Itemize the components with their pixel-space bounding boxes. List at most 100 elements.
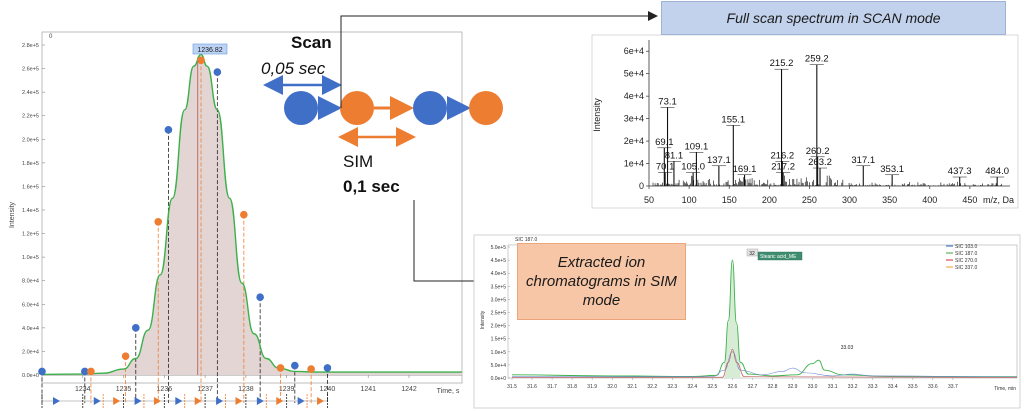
eic-peak2-label: 33.03 (841, 345, 854, 351)
peak-ytick-label: 6.0e+4 (22, 302, 39, 308)
connector-to-fullscan (340, 11, 658, 108)
eic-ytick-label: 1.0e+5 (491, 350, 507, 356)
eic-peak1-tag-box (757, 251, 803, 261)
eic-ytick-label: 4.5e+5 (491, 258, 507, 264)
timeline-scan-arrow (175, 397, 183, 405)
scan-label: Scan (291, 33, 332, 52)
timeline-sim-arrow (317, 397, 325, 405)
spectrum-peak-label: 216.2 (770, 150, 794, 161)
peak-ytick-label: 0.0e+0 (22, 373, 39, 379)
sim-point (197, 56, 205, 65)
spectrum-peak-label: 259.2 (805, 54, 829, 65)
eic-ytick-label: 4.0e+5 (491, 271, 507, 277)
peak-ytick-label: 2.0e+4 (22, 349, 39, 355)
peak-ytick-label: 1.4e+5 (22, 208, 39, 214)
eic-ytick-label: 1.5e+5 (491, 337, 507, 343)
scan-point (131, 324, 140, 332)
eic-xtick-label: 31.8 (567, 384, 577, 390)
scan-point (291, 361, 299, 370)
scan-point (164, 126, 173, 134)
scan-point (213, 68, 222, 76)
peak-ytick-label: 2.8e+5 (22, 43, 39, 49)
spectrum-chart: Intensity m/z, Da 01e+42e+43e+44e+45e+46… (591, 34, 1019, 209)
spectrum-chart-frame (591, 34, 1019, 209)
spectrum-xtick-label: 100 (682, 195, 697, 205)
eic-ytick-label: 3.0e+5 (491, 297, 507, 303)
eic-xtick-label: 32.3 (667, 384, 677, 390)
timeline-scan-arrow (93, 397, 101, 405)
eic-xtick-label: 33.0 (808, 384, 818, 390)
eic-xtick-label: 33.3 (868, 384, 878, 390)
peak-ytick-label: 2.2e+5 (22, 114, 39, 120)
scan-point (81, 367, 89, 376)
timeline-sim-arrow (194, 397, 202, 405)
spectrum-ytick-label: 5e+4 (624, 69, 644, 79)
spectrum-peak-label: 437.3 (948, 166, 972, 177)
eic-series-line (512, 348, 1018, 378)
sim-point (87, 367, 95, 376)
peak-ytick-label: 1.0e+5 (22, 255, 39, 261)
eic-ytick-label: 3.5e+5 (491, 284, 507, 290)
eic-xtick-label: 32.6 (728, 384, 738, 390)
spectrum-xtick-label: 400 (922, 195, 937, 205)
eic-xtick-label: 31.6 (527, 384, 537, 390)
timeline-sim-arrow (113, 397, 121, 405)
spectrum-peak-label: 169.1 (733, 164, 757, 175)
spectrum-peak-label: 70.1 (656, 162, 675, 173)
timeline-scan-arrow (53, 397, 60, 405)
peak-xtick-label: 1238 (238, 386, 254, 393)
spectrum-peak-label: 155.1 (721, 114, 745, 125)
eic-peak1-tag: Stearic acid_ME (760, 254, 797, 260)
eic-ytick-label: 5.0e+5 (491, 245, 507, 251)
spectrum-peak-label: 109.1 (685, 141, 709, 152)
spectrum-peak-label: 73.1 (658, 96, 677, 107)
eic-title: SIC 187.0 (515, 237, 537, 243)
scan-point (38, 367, 46, 376)
peak-xtick-label: 1235 (116, 386, 132, 393)
timeline-sim-arrow (235, 397, 243, 405)
fullscan-mode-box: Full scan spectrum in SCAN mode (661, 1, 1006, 35)
eic-xtick-label: 32.0 (607, 384, 617, 390)
eic-ytick-label: 2.0e+5 (491, 324, 507, 330)
sim-circle-2 (469, 91, 503, 125)
scan-time: 0,05 sec (261, 59, 326, 78)
peak-xtick-label: 1239 (279, 386, 295, 393)
spectrum-peak-label: 217.2 (771, 162, 795, 173)
timeline-scan-arrow (297, 397, 305, 405)
eic-xtick-label: 33.5 (908, 384, 918, 390)
spectrum-peak-label: 260.2 (806, 146, 830, 157)
eic-xtick-label: 33.6 (928, 384, 938, 390)
eic-peak1-label: 32 (749, 251, 755, 257)
scan-point (256, 293, 264, 302)
sim-point (276, 364, 285, 372)
peak-label-box (192, 43, 228, 55)
peak-chart: 0 Intensity Time, s 0.0e+02.0e+44.0e+46.… (9, 31, 463, 408)
peak-ytick-label: 1.6e+5 (22, 184, 39, 190)
spectrum-peak-label: 105.0 (681, 162, 705, 173)
peak-ytick-label: 2.4e+5 (22, 90, 39, 96)
spectrum-ytick-label: 1e+4 (624, 159, 644, 169)
peak-ytick-label: 1.2e+5 (22, 232, 39, 238)
peak-ytick-label: 1.8e+5 (22, 161, 39, 167)
peak-ytick-label: 4.0e+4 (22, 326, 39, 332)
peak-xtick-label: 1236 (157, 386, 173, 393)
eic-ytick-label: 0.0e+0 (491, 376, 507, 382)
eic-xlabel: Time, min (994, 386, 1016, 392)
sim-point (240, 210, 248, 219)
scan-point (323, 364, 332, 372)
peak-ytick-label: 8.0e+4 (22, 279, 39, 285)
peak-xtick-label: 1237 (197, 386, 213, 393)
spectrum-xtick-label: 200 (762, 195, 777, 205)
eic-ylabel: Intensity (480, 310, 486, 329)
spectrum-xtick-label: 150 (722, 195, 737, 205)
spectrum-xtick-label: 300 (842, 195, 857, 205)
eic-legend-label: SIC 187.0 (955, 251, 977, 257)
eic-xtick-label: 32.4 (687, 384, 697, 390)
peak-xtick-label: 1241 (360, 386, 376, 393)
spectrum-xtick-label: 250 (802, 195, 817, 205)
timeline-sim-arrow (153, 397, 161, 405)
timeline-sim-arrow (276, 397, 284, 405)
sim-point (307, 365, 315, 373)
eic-legend-label: SIC 270.0 (955, 258, 977, 264)
eic-xtick-label: 32.5 (708, 384, 718, 390)
